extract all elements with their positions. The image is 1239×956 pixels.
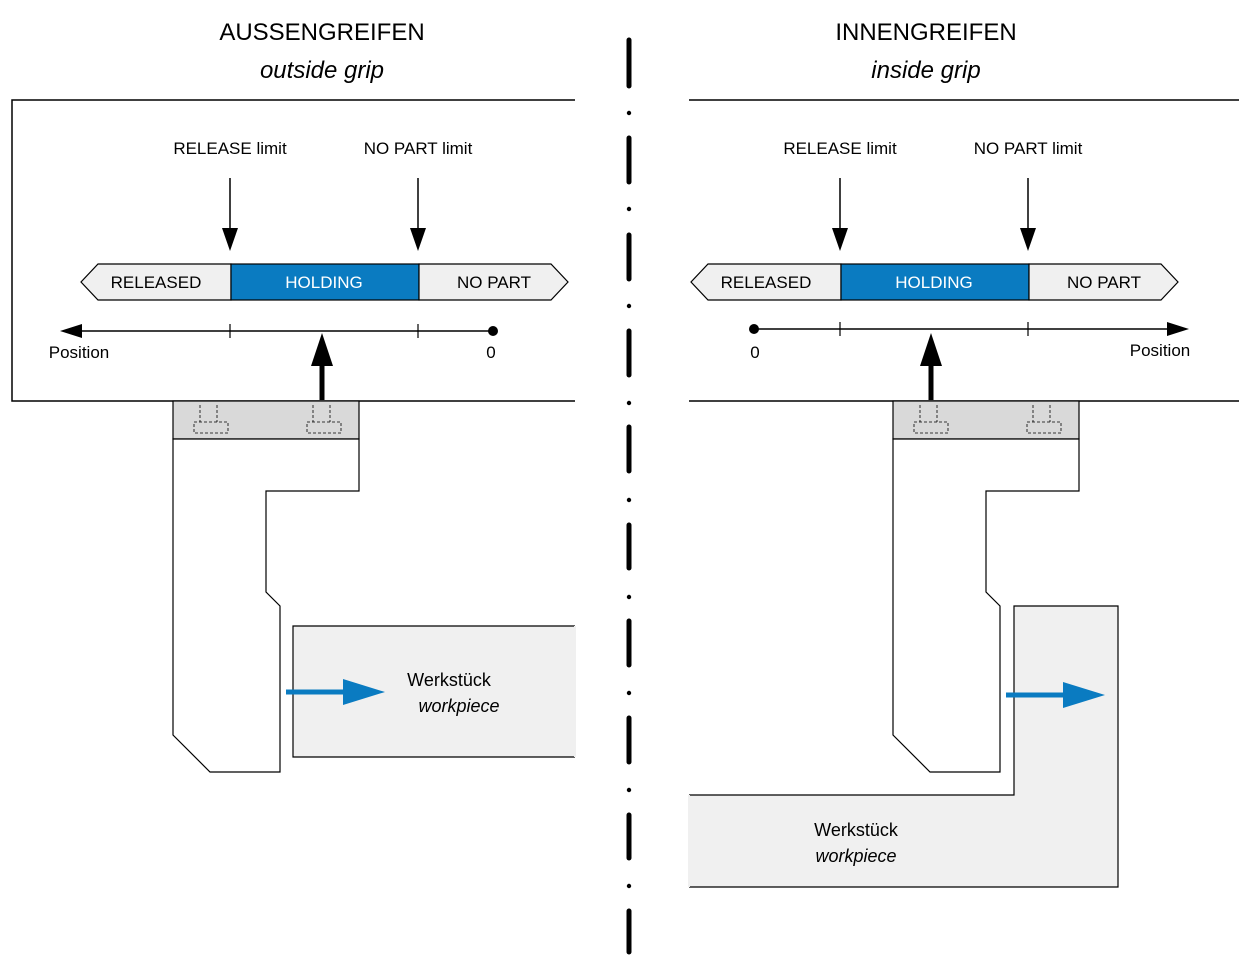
current-position-arrowhead [311,333,333,366]
segment-released [690,263,842,301]
position-axis-arrowhead [60,324,82,338]
segment-released-label: RELEASED [721,273,812,292]
position-axis-arrowhead [1167,322,1189,336]
center-divider [626,37,632,955]
jaw-screw-left [193,405,229,434]
release-limit-arrowhead [222,228,238,251]
workpiece-label: Werkstück [407,670,492,690]
jaw-screw-left [913,405,949,434]
axis-zero-label: 0 [750,343,759,362]
panel-subtitle: inside grip [871,57,980,84]
position-zero-dot [749,324,759,334]
gripper-jaw [892,438,1080,773]
segment-released-label: RELEASED [111,273,202,292]
current-position-arrowhead [920,333,942,366]
jaw-screw-right [1026,405,1062,434]
workpiece-label: Werkstück [814,820,899,840]
panel-outside-grip: AUSSENGREIFEN outside grip RELEASE limit… [11,19,576,773]
panel-inside-grip: INNENGREIFEN inside grip RELEASE limit N… [688,19,1239,888]
axis-zero-label: 0 [486,343,495,362]
grip-force-arrowhead [343,679,385,705]
segment-no-part [418,263,569,301]
workpiece-sublabel: workpiece [815,846,896,866]
axis-position-label: Position [1130,341,1190,360]
segment-no-part [1028,263,1179,301]
jaw-screw-right [306,405,342,434]
segment-holding-label: HOLDING [285,273,362,292]
segment-holding-label: HOLDING [895,273,972,292]
panel-subtitle: outside grip [260,57,384,84]
nopart-limit-label: NO PART limit [974,139,1083,158]
release-limit-arrowhead [832,228,848,251]
release-limit-label: RELEASE limit [783,139,897,158]
gripper-jaw [172,438,360,773]
workpiece-sublabel: workpiece [418,696,499,716]
axis-position-label: Position [49,343,109,362]
release-limit-label: RELEASE limit [173,139,287,158]
segment-no-part-label: NO PART [1067,273,1141,292]
segment-holding [230,263,420,301]
nopart-limit-arrowhead [1020,228,1036,251]
panel-title: AUSSENGREIFEN [219,19,424,46]
nopart-limit-arrowhead [410,228,426,251]
workpiece [689,605,1119,888]
grip-force-arrowhead [1063,682,1105,708]
segment-holding [840,263,1030,301]
segment-no-part-label: NO PART [457,273,531,292]
nopart-limit-label: NO PART limit [364,139,473,158]
segment-released [80,263,232,301]
position-zero-dot [488,326,498,336]
panel-title: INNENGREIFEN [835,19,1016,46]
